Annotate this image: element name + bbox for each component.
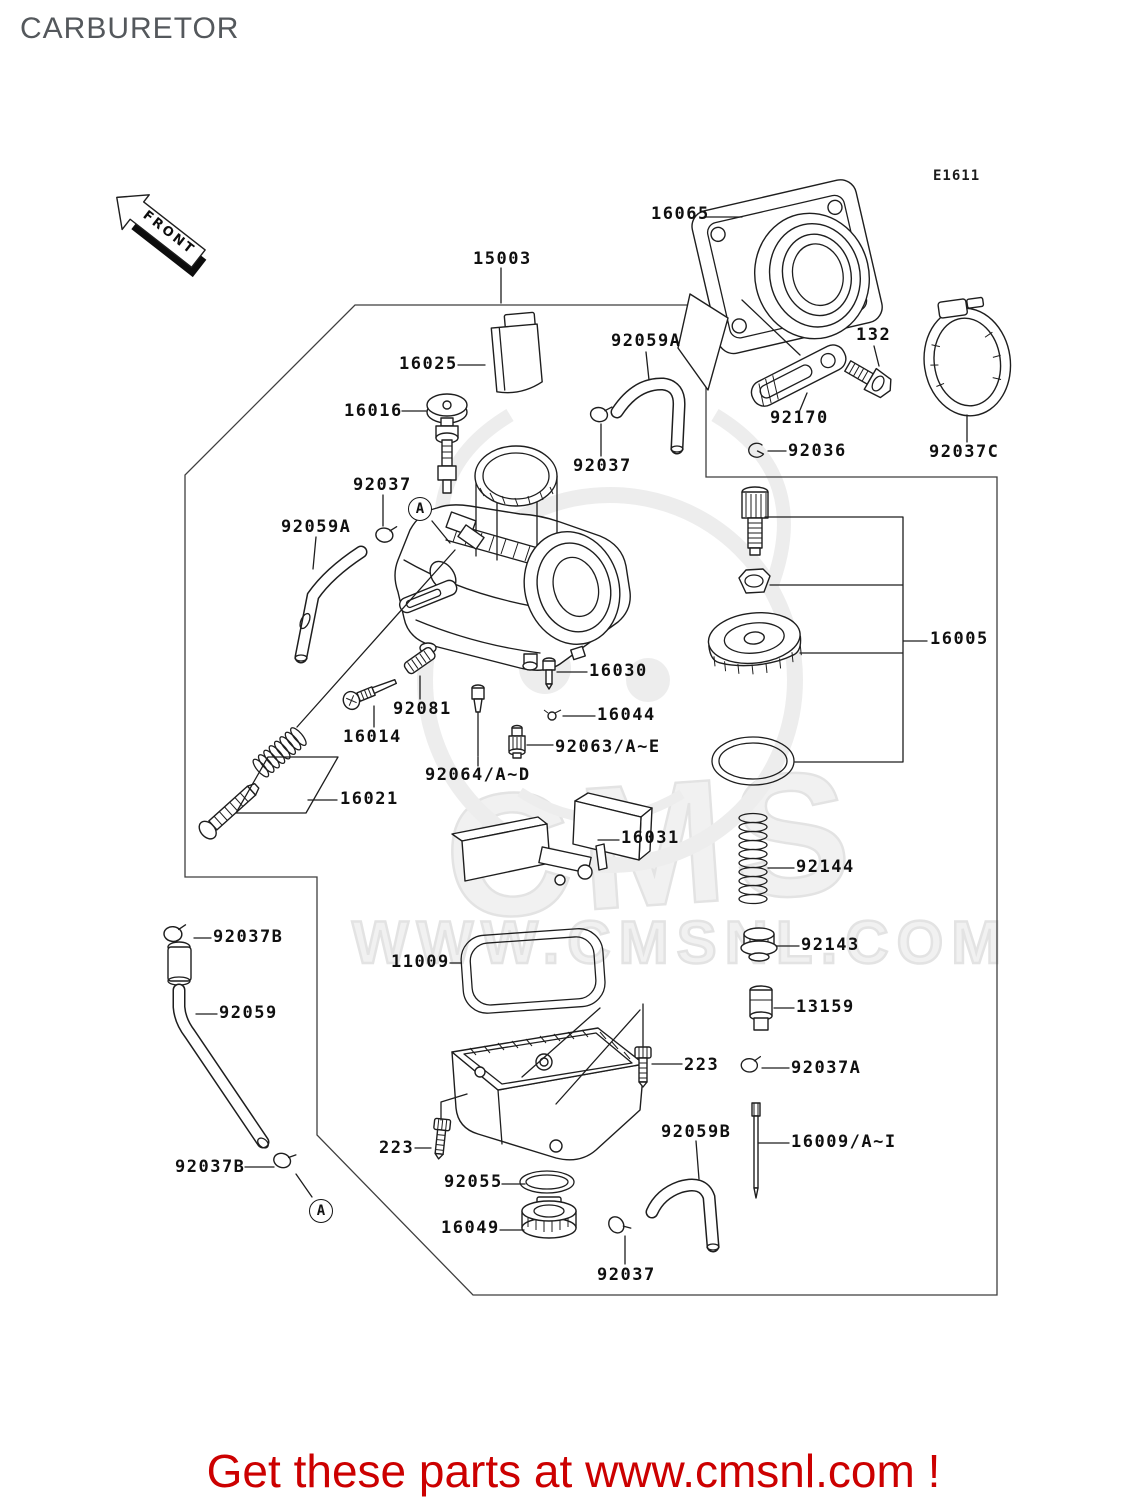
part-label-16005[interactable]: 16005 — [930, 629, 989, 649]
leader-lines — [193, 216, 968, 1265]
part-label-92055[interactable]: 92055 — [444, 1172, 503, 1192]
part-drawing-92055-oring — [519, 1170, 575, 1194]
part-drawing-16030-screw — [542, 657, 556, 690]
part-drawing-16005-cap-group — [707, 486, 802, 786]
page-title: CARBURETOR — [20, 12, 240, 45]
part-label-16030[interactable]: 16030 — [589, 661, 648, 681]
part-label-92037b-bottom[interactable]: 92037B — [175, 1157, 246, 1177]
part-label-92059a-left[interactable]: 92059A — [281, 517, 352, 537]
promo-footer-text: Get these parts at www.cmsnl.com ! — [206, 1445, 941, 1497]
part-drawing-16044-pin — [543, 709, 562, 721]
part-drawing-92143 — [740, 927, 778, 962]
part-drawing-92063-jet — [508, 724, 526, 759]
part-label-16016[interactable]: 16016 — [344, 401, 403, 421]
part-label-92170[interactable]: 92170 — [770, 408, 829, 428]
part-label-16049[interactable]: 16049 — [441, 1218, 500, 1238]
part-drawing-16009-needle — [751, 1102, 761, 1199]
part-drawing-92081-spring — [403, 646, 436, 675]
part-drawing-float-bowl — [451, 1027, 645, 1161]
part-label-92081[interactable]: 92081 — [393, 699, 452, 719]
part-label-13159[interactable]: 13159 — [796, 997, 855, 1017]
front-arrow-icon — [116, 194, 207, 278]
part-drawing-92059a-hose-left — [294, 545, 368, 664]
part-label-92037-mid-left[interactable]: 92037 — [353, 475, 412, 495]
part-drawing-16025-cover — [490, 311, 543, 394]
part-label-92064[interactable]: 92064/A~D — [425, 765, 531, 785]
part-label-16044[interactable]: 16044 — [597, 705, 656, 725]
diagram-code: E1611 — [933, 168, 981, 184]
part-drawing-92170-plate — [750, 344, 847, 407]
part-label-92036[interactable]: 92036 — [788, 441, 847, 461]
part-drawing-92059b-hose — [645, 1178, 720, 1253]
part-label-16014[interactable]: 16014 — [343, 727, 402, 747]
part-label-92037-bottom[interactable]: 92037 — [597, 1265, 656, 1285]
part-drawing-92036-clip — [748, 442, 765, 458]
part-label-16025[interactable]: 16025 — [399, 354, 458, 374]
part-label-11009[interactable]: 11009 — [391, 952, 450, 972]
part-label-92143[interactable]: 92143 — [801, 935, 860, 955]
part-label-92037c[interactable]: 92037C — [929, 442, 1000, 462]
part-label-92037b-top[interactable]: 92037B — [213, 927, 284, 947]
part-label-16021[interactable]: 16021 — [340, 789, 399, 809]
part-drawing-92059-hose — [167, 941, 270, 1149]
part-drawing-16016-adjuster — [426, 393, 468, 494]
part-drawing-16014-screw — [342, 679, 398, 711]
part-drawing-132-bolt — [844, 360, 892, 399]
part-drawing-223-screw-left — [433, 1117, 452, 1160]
part-drawing-15003-carburetor-body — [394, 445, 631, 671]
part-label-223-left[interactable]: 223 — [379, 1138, 415, 1158]
part-drawing-92037c-clamp — [923, 296, 1012, 417]
callout-a-top: A — [408, 497, 432, 521]
part-label-16031[interactable]: 16031 — [621, 828, 680, 848]
part-label-92063[interactable]: 92063/A~E — [555, 737, 661, 757]
part-drawing-92144-spring — [738, 812, 768, 905]
part-drawing-223-screw-right — [634, 1046, 652, 1088]
watermark-cmsnl-url: WWW.CMSNL.COM — [351, 908, 1010, 978]
callout-a-bottom: A — [309, 1199, 333, 1223]
part-drawing-16021-group — [198, 727, 339, 840]
part-drawing-16065-manifold — [677, 179, 883, 391]
part-label-92144[interactable]: 92144 — [796, 857, 855, 877]
part-label-92059[interactable]: 92059 — [219, 1003, 278, 1023]
part-label-15003[interactable]: 15003 — [473, 249, 532, 269]
part-label-16009[interactable]: 16009/A~I — [791, 1132, 897, 1152]
part-label-16065[interactable]: 16065 — [651, 204, 710, 224]
diagram-box-outline — [184, 304, 998, 1296]
part-drawing-16049-plug — [521, 1196, 577, 1239]
part-label-92037-top-right[interactable]: 92037 — [573, 456, 632, 476]
part-drawing-11009-gasket — [460, 928, 606, 1014]
part-drawing-13159 — [749, 985, 773, 1031]
part-label-92037a[interactable]: 92037A — [791, 1058, 862, 1078]
part-label-92059a-right[interactable]: 92059A — [611, 331, 682, 351]
part-label-92059b[interactable]: 92059B — [661, 1122, 732, 1142]
part-label-132[interactable]: 132 — [856, 325, 892, 345]
part-drawing-92059a-hose-right — [610, 377, 686, 455]
part-drawing-92064-needle-jet — [471, 684, 485, 757]
part-drawing-16031-float — [451, 792, 653, 886]
part-label-223-right[interactable]: 223 — [684, 1055, 720, 1075]
